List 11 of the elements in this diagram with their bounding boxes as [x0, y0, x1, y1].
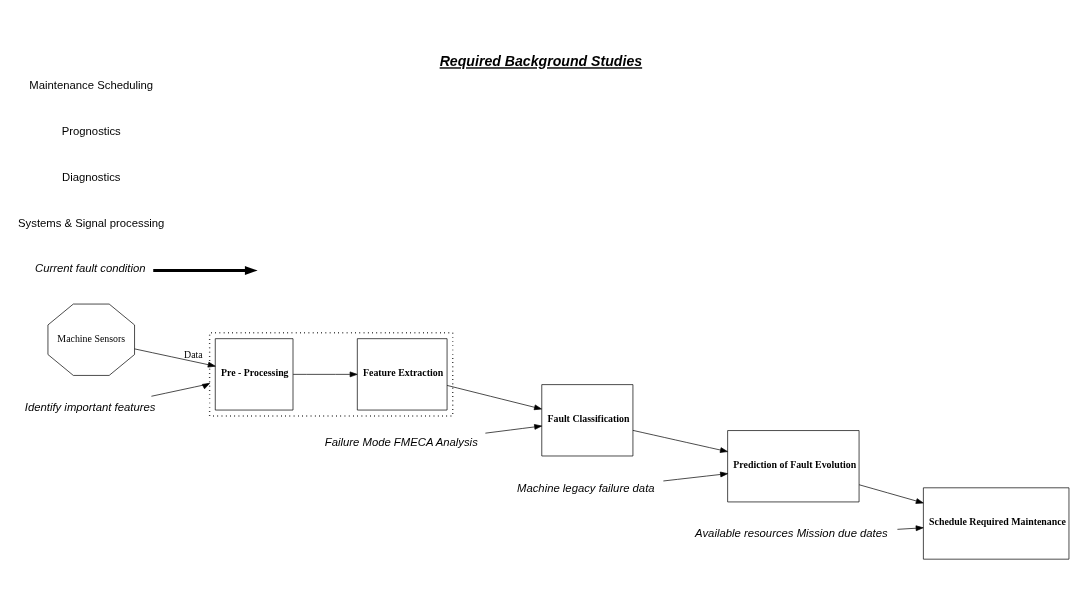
node-text: Available resources Mission due dates	[695, 526, 888, 539]
label: Systems & Signal processing	[18, 216, 165, 229]
node-text: Failure Mode FMECA Analysis	[324, 435, 478, 448]
edge-label: Data	[184, 348, 203, 360]
diagram-title: Required Background Studies	[439, 52, 643, 69]
node-text: Current fault condition	[35, 261, 146, 274]
node-text: Identify important features	[24, 400, 156, 413]
label: Diagnostics	[62, 170, 121, 183]
node-text: Machine legacy failure data	[517, 481, 655, 494]
label: Prognostics	[61, 124, 121, 137]
label: Maintenance Scheduling	[29, 78, 154, 91]
